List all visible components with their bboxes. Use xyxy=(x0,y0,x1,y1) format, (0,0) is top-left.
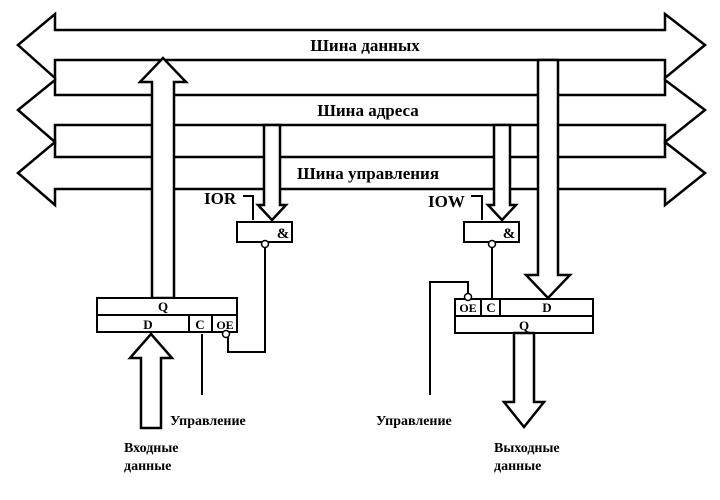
data-bus xyxy=(16,11,708,81)
output-data-arrow xyxy=(501,331,547,430)
input-oe-bubble xyxy=(221,329,231,339)
output-register-oe: OE xyxy=(459,301,476,315)
input-control-label: Управление xyxy=(170,414,246,429)
input-data-label-1: Входные xyxy=(124,441,179,456)
data-bus-to-output-arrow xyxy=(523,58,573,300)
input-to-data-bus-arrow xyxy=(137,56,189,300)
input-register-oe: OE xyxy=(216,318,233,332)
address-to-ior-gate-arrow xyxy=(255,123,289,222)
ior-line xyxy=(243,195,254,220)
output-oe-bubble xyxy=(463,292,473,302)
data-bus-label: Шина данных xyxy=(310,36,420,55)
input-register-c: C xyxy=(195,317,204,332)
output-control-label: Управление xyxy=(376,414,452,429)
iow-and-symbol: & xyxy=(503,226,516,242)
output-register-d: D xyxy=(542,300,551,315)
input-register-q: Q xyxy=(158,299,168,314)
output-register-q: Q xyxy=(519,318,529,333)
ior-to-oe-line xyxy=(227,248,266,353)
address-to-iow-gate-arrow xyxy=(485,123,519,222)
output-data-label-2: данные xyxy=(494,459,541,474)
address-bus xyxy=(16,77,708,145)
ior-inversion-bubble xyxy=(260,239,270,249)
iow-inversion-bubble xyxy=(487,239,497,249)
input-data-label-2: данные xyxy=(124,459,171,474)
iow-line xyxy=(471,195,483,220)
output-data-label-1: Выходные xyxy=(494,441,560,456)
output-register-c: C xyxy=(486,300,495,315)
output-control-line xyxy=(429,281,469,395)
iow-label: IOW xyxy=(428,192,465,211)
ior-label: IOR xyxy=(204,189,237,208)
ior-and-symbol: & xyxy=(277,226,290,242)
control-bus-label: Шина управления xyxy=(297,164,439,183)
control-bus xyxy=(16,139,708,208)
address-bus-label: Шина адреса xyxy=(317,101,419,120)
input-data-arrow xyxy=(127,332,175,430)
input-register-d: D xyxy=(143,317,152,332)
